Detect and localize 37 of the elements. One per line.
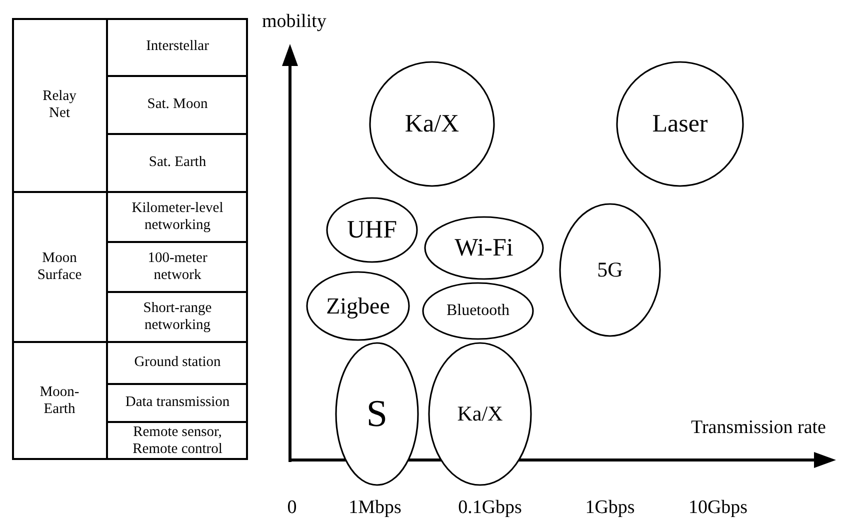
subcategory-cell: Kilometer-level networking [107, 192, 248, 242]
technology-label: UHF [347, 218, 397, 242]
tick-label: 10Gbps [688, 498, 748, 517]
subcategory-cell: 100-meter network [107, 242, 248, 292]
subcategory-cell: Remote sensor, Remote control [107, 422, 248, 460]
x-axis-title: Transmission rate [691, 418, 826, 437]
technology-label: Ka/X [457, 404, 503, 424]
subcategory-cell: Ground station [107, 342, 248, 384]
technology-label: Bluetooth [446, 303, 510, 319]
y-axis-title: mobility [262, 12, 326, 31]
technology-ellipse [424, 216, 544, 280]
technology-ellipse [369, 61, 495, 187]
subcategory-cell: Interstellar [107, 18, 248, 76]
technology-ellipse [306, 271, 410, 341]
technology-ellipse [616, 61, 744, 187]
technology-label: Zigbee [326, 294, 390, 318]
technology-ellipse [335, 342, 419, 486]
technology-label: Ka/X [404, 112, 460, 136]
technology-label: S [366, 395, 388, 433]
subcategory-cell: Sat. Moon [107, 76, 248, 134]
technology-label: Wi-Fi [454, 236, 514, 260]
tick-label: 0.1Gbps [458, 498, 522, 517]
technology-ellipse [559, 203, 661, 337]
subcategory-cell: Data transmission [107, 384, 248, 422]
subcategory-cell: Sat. Earth [107, 134, 248, 192]
tick-label: 0 [287, 498, 297, 517]
technology-label: Laser [652, 112, 708, 136]
subcategory-cell: Short-range networking [107, 292, 248, 342]
technology-label: 5G [597, 260, 623, 280]
technology-ellipse [428, 342, 532, 486]
category-cell: Moon-Earth [12, 342, 107, 460]
category-cell: Moon Surface [12, 192, 107, 342]
category-cell: Relay Net [12, 18, 107, 192]
tick-label: 1Mbps [348, 498, 402, 517]
tick-label: 1Gbps [585, 498, 635, 517]
technology-ellipse [326, 197, 418, 263]
technology-ellipse [422, 282, 534, 340]
